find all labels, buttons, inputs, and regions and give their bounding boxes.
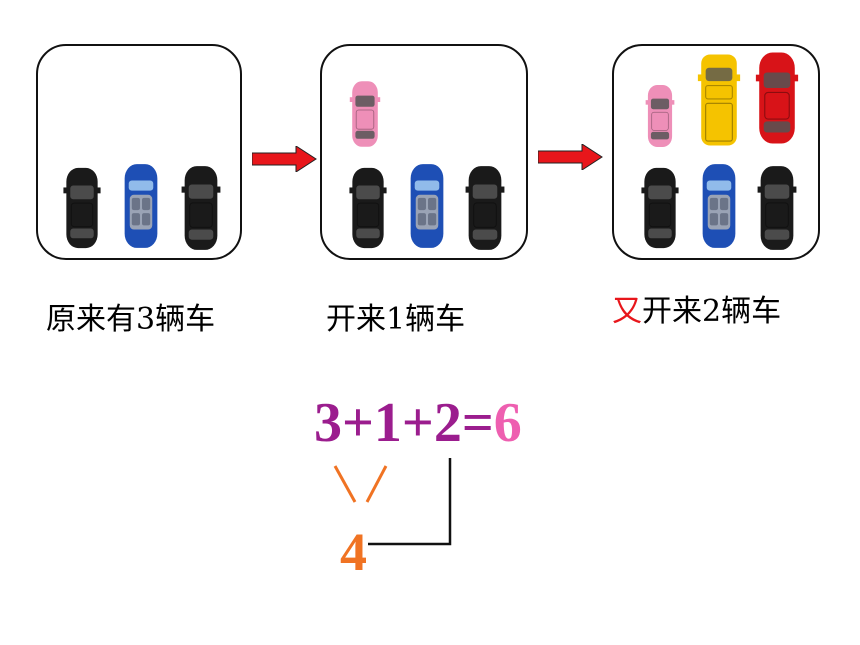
right-connector-line: [365, 465, 388, 503]
right-arrow-icon: [252, 146, 317, 172]
caption-original-cars: 原来有3辆车: [46, 302, 216, 337]
equation: 3+1+2=6: [314, 388, 522, 458]
caption-rest: 开来2辆车: [642, 294, 782, 329]
caption-two-more-arrive: 又开来2辆车: [612, 286, 781, 330]
bracket-line: [368, 458, 452, 546]
panel-one-car-arrives: [320, 44, 528, 260]
caption-highlight: 又: [612, 294, 642, 329]
panel-original-cars: [36, 44, 242, 260]
panel-two-more-arrive: [612, 44, 820, 260]
equation-result: 6: [493, 392, 522, 454]
right-arrow-icon: [538, 144, 603, 170]
intermediate-result: 4: [340, 522, 367, 582]
caption-one-car-arrives: 开来1辆车: [326, 302, 466, 337]
equation-terms: 3+1+2=: [314, 392, 494, 454]
left-connector-line: [333, 465, 357, 503]
